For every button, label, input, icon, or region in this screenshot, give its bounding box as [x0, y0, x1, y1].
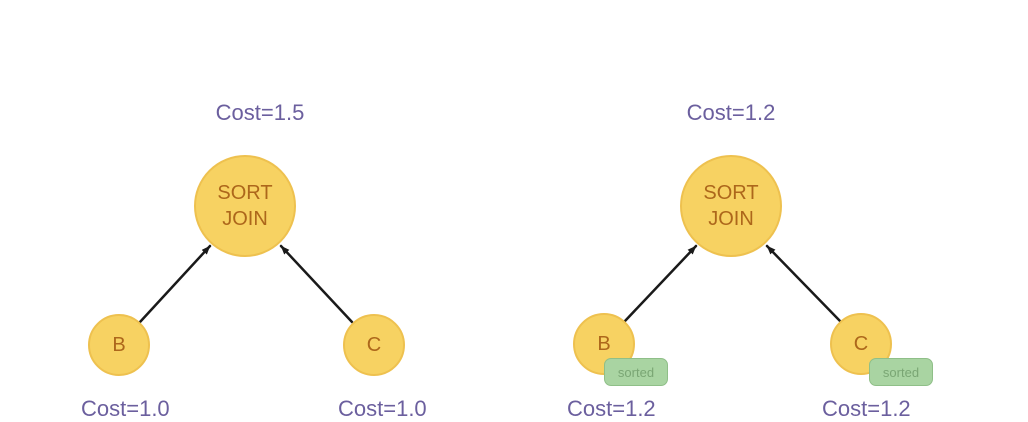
- root-cost-label: Cost=1.5: [215, 100, 305, 125]
- table-node-c-label: C: [366, 334, 382, 356]
- node-b-cost-label: Cost=1.0: [81, 396, 170, 421]
- table-node-b-label: B: [112, 334, 126, 356]
- node-c-cost-label: Cost=1.2: [822, 396, 911, 421]
- table-node-c-label: C: [853, 333, 869, 355]
- sort-join-node-label: SORT JOIN: [217, 182, 273, 230]
- root-cost-label: Cost=1.2: [686, 100, 776, 125]
- table-node-b-label: B: [597, 333, 611, 355]
- node-c-cost-label: Cost=1.0: [338, 396, 427, 421]
- edge-right-c-to-sortjoin: [765, 244, 842, 323]
- sort-join-node-label: SORT JOIN: [703, 182, 759, 230]
- table-node-b: B: [88, 314, 150, 376]
- edge-left-c-to-sortjoin: [279, 244, 354, 324]
- sort-join-node: SORT JOIN: [680, 155, 782, 257]
- edge-right-b-to-sortjoin: [623, 244, 698, 323]
- edge-left-b-to-sortjoin: [138, 244, 212, 324]
- node-b-cost-label: Cost=1.2: [567, 396, 656, 421]
- sorted-badge: sorted: [869, 358, 933, 386]
- table-node-c: C: [343, 314, 405, 376]
- sort-join-node: SORT JOIN: [194, 155, 296, 257]
- sorted-badge: sorted: [604, 358, 668, 386]
